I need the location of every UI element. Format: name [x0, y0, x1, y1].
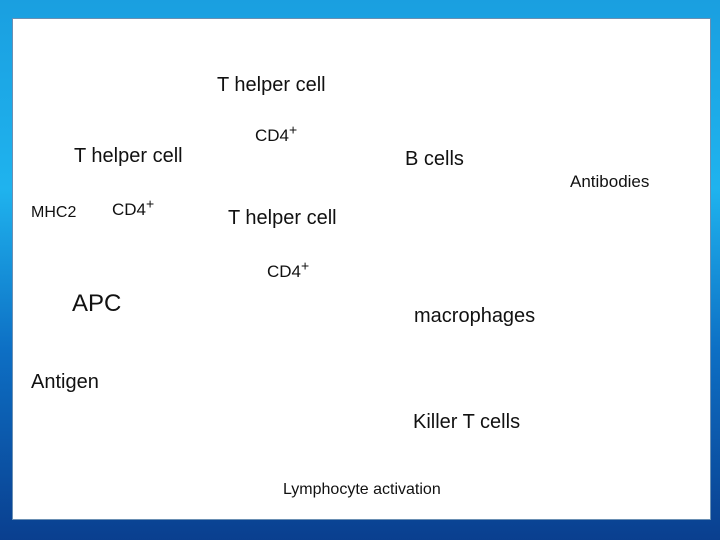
apc-label: APC [72, 290, 122, 317]
b-cells-label: B cells [405, 148, 464, 170]
slide-caption: Lymphocyte activation [283, 481, 441, 498]
mhc-label: MHC2 [31, 204, 77, 221]
mid-helper-label: T helper cell [228, 207, 337, 229]
left-helper-label: T helper cell [74, 145, 183, 167]
antibodies-label: Antibodies [570, 172, 650, 191]
killer-t-cells-label: Killer T cells [413, 411, 521, 433]
slide-frame [12, 18, 711, 520]
macrophages-label: macrophages [414, 305, 536, 327]
left-helper-marker: CD4+ [112, 195, 155, 219]
top-helper-marker: CD4+ [255, 121, 298, 145]
top-helper-label: T helper cell [217, 74, 326, 96]
mid-helper-marker: CD4+ [267, 257, 310, 281]
antigen-label: Antigen [31, 371, 99, 393]
